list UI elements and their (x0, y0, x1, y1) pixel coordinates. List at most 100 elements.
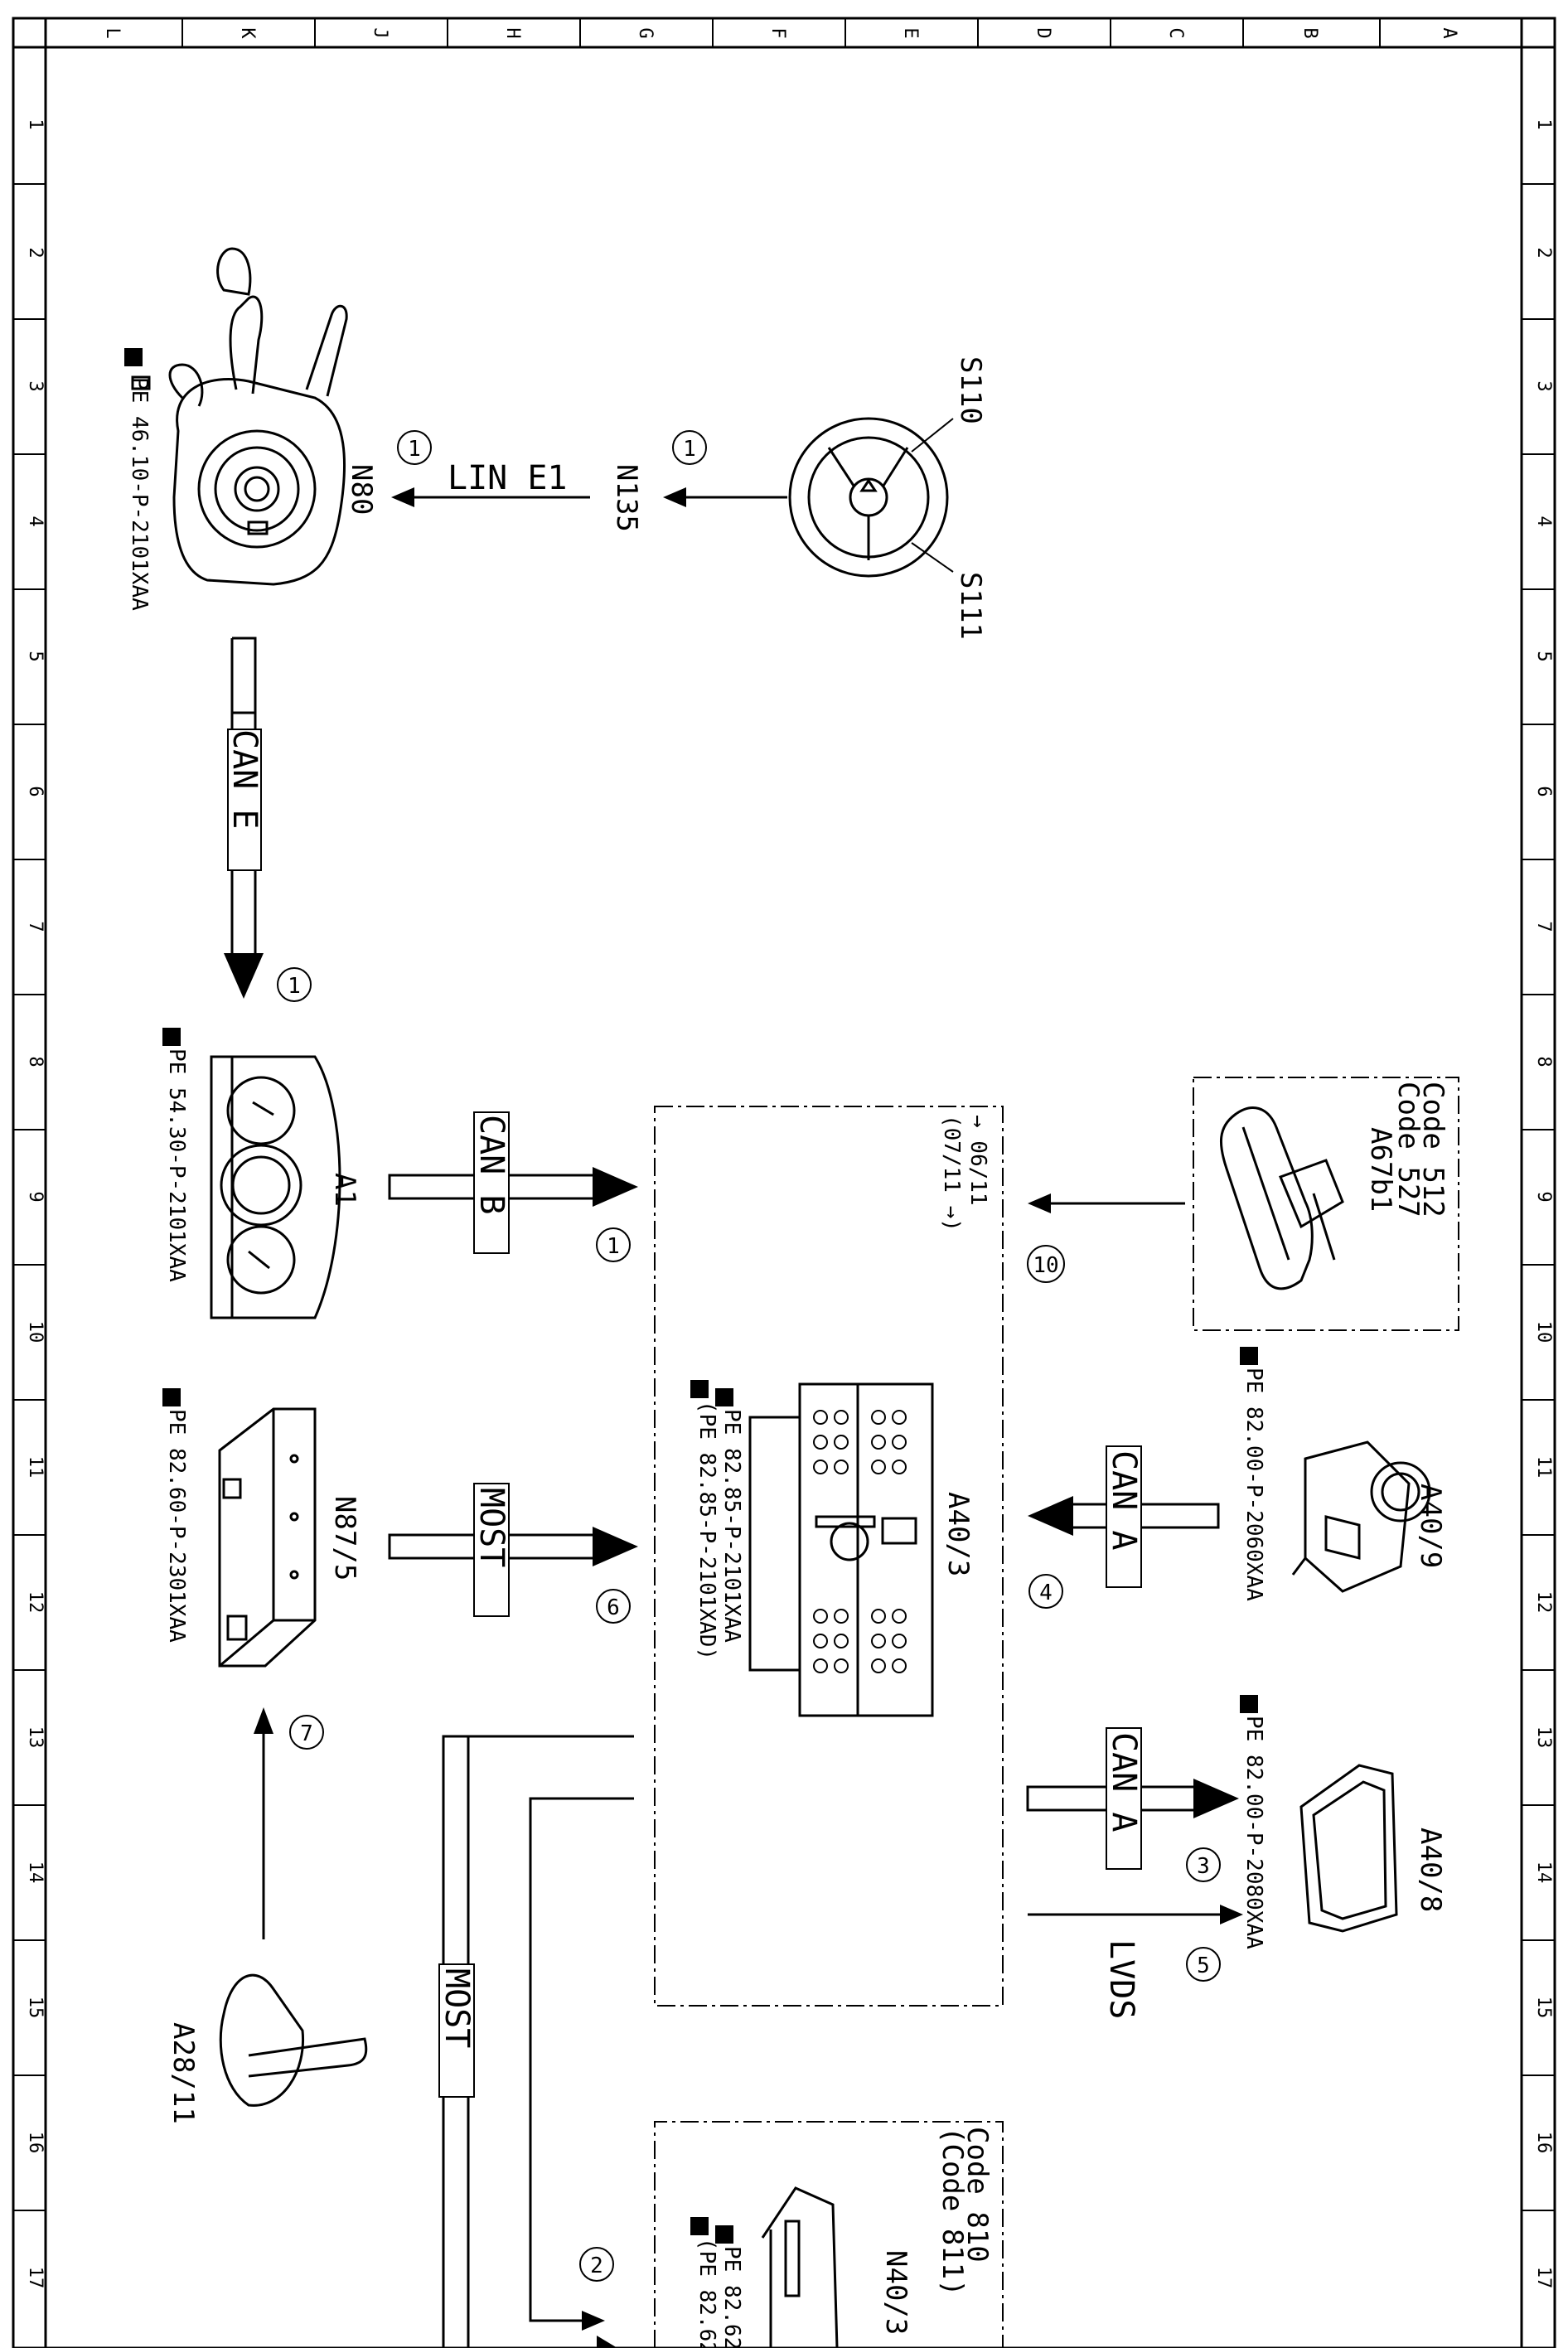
a40-3-date1: → 06/11 (965, 1115, 990, 1206)
row-label: 17 (25, 2267, 46, 2289)
n40-3-ref2: (PE 82.62-F (694, 2238, 719, 2348)
arrowhead (597, 2336, 617, 2348)
n40-3-code1: Code 810 (961, 2127, 994, 2263)
sheet-frame (12, 17, 1556, 2348)
n87-5-ref: PE 82.60-P-2301XAA (164, 1409, 189, 1643)
col-label-K: K (237, 27, 258, 39)
row-label: 12 (1533, 1591, 1554, 1614)
col-label-J: J (370, 27, 390, 38)
row-label: 14 (25, 1861, 46, 1884)
arrowhead (1220, 1905, 1243, 1924)
col-label-E: E (900, 27, 921, 38)
bus-label-lvds: LVDS (1102, 1939, 1140, 2019)
conn-num-canb: 1 (607, 1234, 620, 1259)
column-labels: L K J H G F E D C B A (102, 27, 1459, 39)
a67b1-dashed-box (1193, 1077, 1459, 1331)
arrowhead (224, 953, 264, 999)
row-label: 2 (25, 247, 46, 258)
row-label: 9 (25, 1191, 46, 1202)
arrowhead (391, 487, 414, 507)
conn-num-a67: 10 (1033, 1253, 1058, 1278)
a40-8-label: A40/8 (1414, 1828, 1447, 1912)
a40-3-ref2: (PE 82.85-P-2101XAD) (694, 1401, 719, 1660)
bus-label-can-e: CAN E (225, 729, 264, 829)
row-label: 13 (25, 1726, 46, 1749)
row-label: 5 (25, 651, 46, 661)
conn-num-circle (596, 1589, 631, 1624)
row-label: 11 (1533, 1456, 1554, 1479)
a1-label: A1 (328, 1173, 361, 1207)
s110-label: S110 (954, 356, 987, 424)
s111-label: S111 (954, 572, 987, 640)
row-label: 1 (25, 119, 46, 129)
column-dividers (45, 18, 1381, 47)
row-label: 4 (1533, 516, 1554, 526)
a40-9-ref: PE 82.00-P-2060XAA (1241, 1368, 1266, 1601)
arrowhead (1193, 1779, 1239, 1818)
col-label-D: D (1033, 27, 1053, 38)
arrowhead (1028, 1193, 1051, 1213)
n87-5-label: N87/5 (328, 1496, 361, 1581)
conn-num-circle (579, 2247, 614, 2282)
n40-3-dashed-box (654, 2121, 1004, 2348)
row-label: 5 (1533, 651, 1554, 661)
row-label: 10 (1533, 1321, 1554, 1343)
col-label-L: L (102, 27, 123, 38)
row-ticks (13, 183, 1555, 2211)
can-e-label-box (227, 729, 262, 871)
row-label: 1 (1533, 119, 1554, 129)
conn-num-lvds: 5 (1197, 1953, 1210, 1978)
col-label-A: A (1439, 27, 1459, 38)
most-label-box (473, 1483, 510, 1617)
arrowhead (593, 1527, 638, 1566)
conn-num-circle (1027, 1245, 1065, 1283)
a40-8-display-icon (1299, 1764, 1398, 1933)
col-label-G: G (635, 27, 656, 38)
row-label: 3 (25, 380, 46, 391)
row-label: 10 (25, 1321, 46, 1343)
n40-3-ref1: PE 82.62-F (719, 2246, 744, 2348)
a28-11-label: A28/11 (167, 2022, 200, 2124)
conn-num-a409: 4 (1039, 1581, 1053, 1605)
bus-label-can-a-1: CAN A (1105, 1450, 1143, 1550)
a67b1-mirror-icon (1219, 1106, 1344, 1290)
row-label: 15 (25, 1997, 46, 2019)
a67b1-code2: Code 527 (1391, 1082, 1425, 1218)
n40-3-label: N40/3 (879, 2250, 912, 2335)
row-label: 15 (1533, 1997, 1554, 2019)
col-label-B: B (1299, 27, 1320, 38)
a67b1-code1: Code 512 (1416, 1082, 1449, 1218)
conn-num-circle (289, 1715, 324, 1750)
row-label: 7 (25, 921, 46, 932)
col-label-H: H (502, 27, 523, 38)
row-label: 6 (1533, 786, 1554, 796)
n40-3-code2: (Code 811) (936, 2127, 969, 2297)
can-a-label-box-2 (1106, 1727, 1142, 1870)
row-label: 14 (1533, 1861, 1554, 1884)
row-label: 8 (1533, 1056, 1554, 1067)
a40-3-label: A40/3 (941, 1492, 975, 1576)
conn-num-circle (672, 430, 707, 465)
row-labels-left: 1 2 3 4 5 6 7 8 9 10 11 12 13 14 15 16 1… (25, 119, 46, 2288)
row-label: 3 (1533, 380, 1554, 391)
conn-num-lin: 1 (408, 437, 421, 462)
bus-label-lin-e1: LIN E1 (448, 459, 568, 497)
row-label: 12 (25, 1591, 46, 1614)
n80-module-icon (131, 247, 348, 586)
conn-num-circle (397, 430, 432, 465)
s110-leader (911, 418, 954, 453)
steering-wheel-icon (788, 417, 949, 578)
n135-label: N135 (610, 464, 643, 532)
row-label: 9 (1533, 1191, 1554, 1202)
row-label: 8 (25, 1056, 46, 1067)
n87-5-module-icon (218, 1407, 317, 1668)
s111-leader (911, 542, 954, 573)
row-label: 17 (1533, 2267, 1554, 2289)
a1-cluster-icon (210, 1055, 341, 1319)
row-label: 16 (1533, 2132, 1554, 2154)
conn-num-n40: 2 (590, 2254, 603, 2278)
n80-ref: PE 46.10-P-2101XAA (127, 377, 152, 611)
reference-hand-icon (124, 348, 1258, 2244)
row-labels-right: 1 2 3 4 5 6 7 8 9 10 11 12 13 14 15 16 1… (1533, 119, 1554, 2288)
